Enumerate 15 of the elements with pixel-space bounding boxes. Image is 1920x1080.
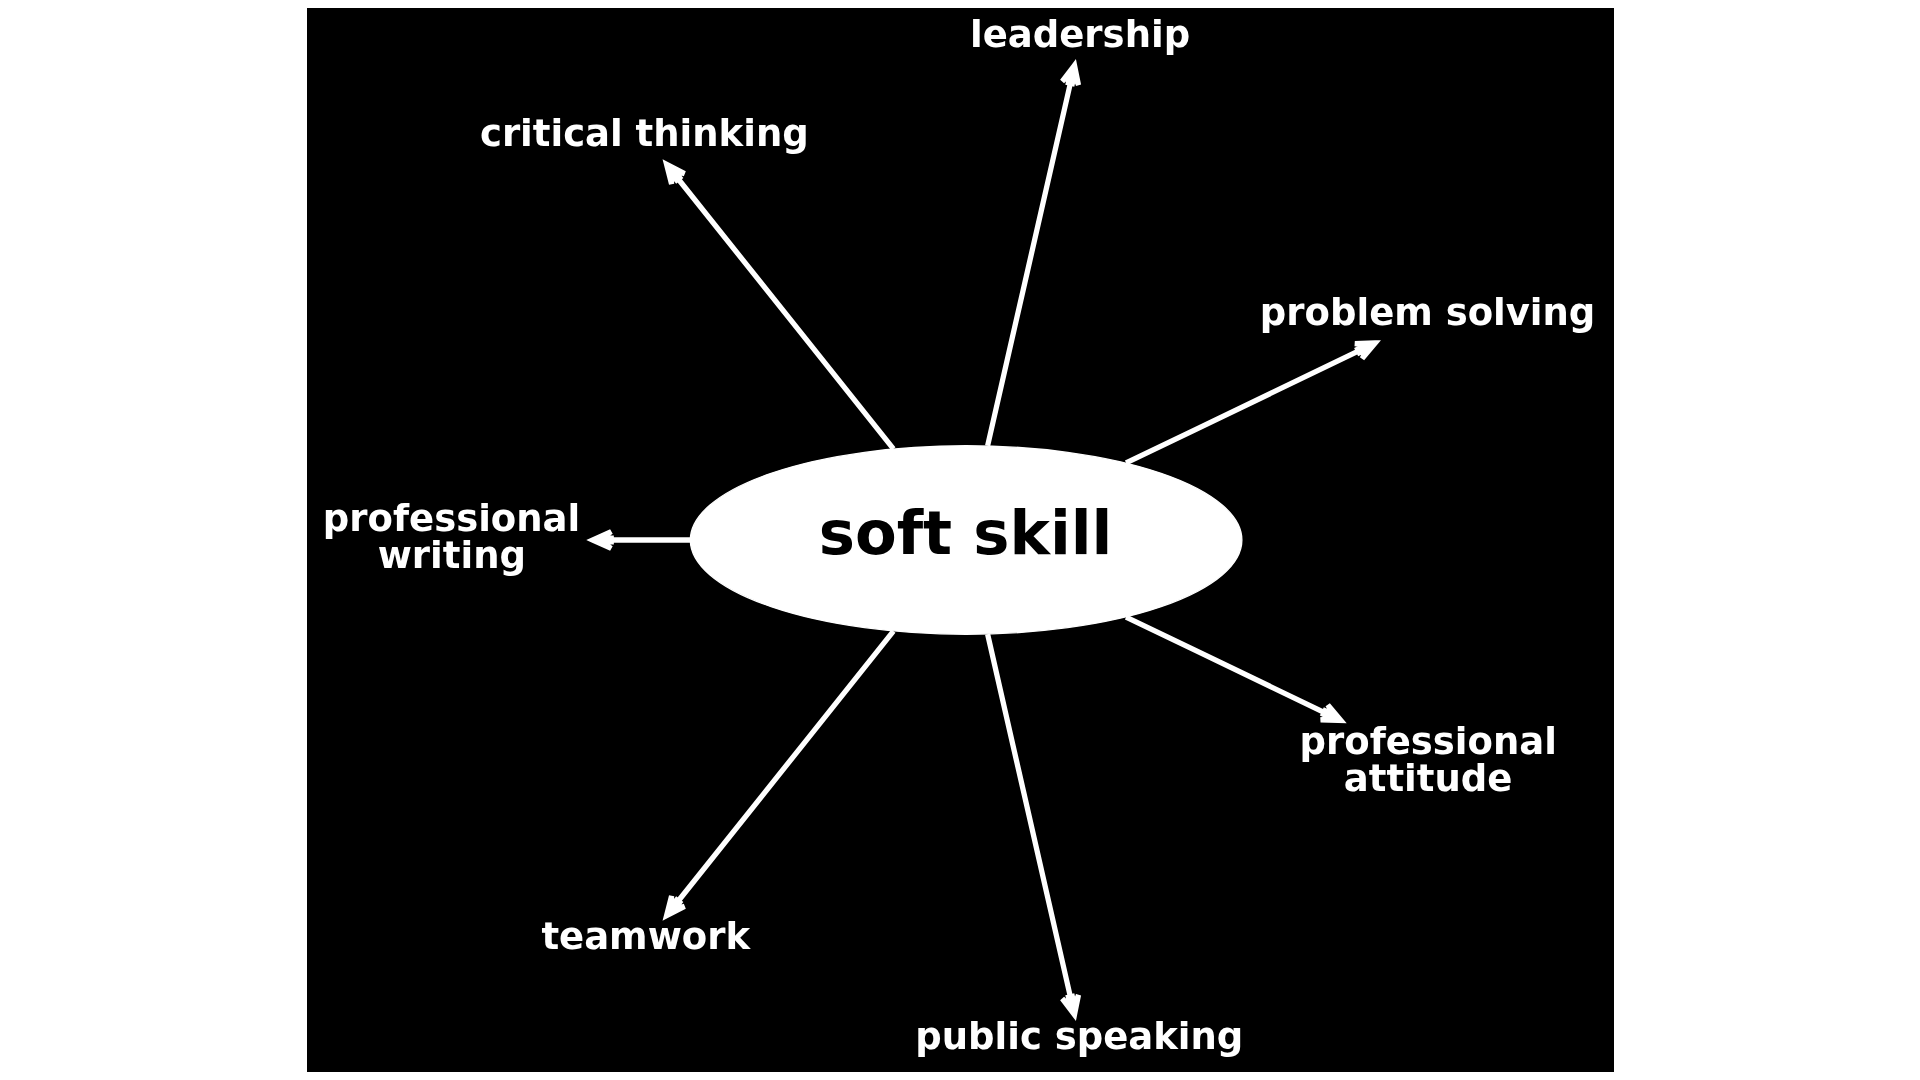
node-text: problem solving: [1259, 290, 1595, 334]
arrow: [663, 629, 895, 919]
arrow: [1124, 614, 1344, 724]
node-ellipse: soft skill: [689, 445, 1243, 635]
node-text: professional writing: [322, 497, 580, 578]
arrow: [663, 161, 895, 451]
node-text: public speaking: [914, 1014, 1243, 1058]
arrow: [984, 62, 1081, 447]
node-text: professional attitude: [1299, 720, 1557, 801]
node-text: critical thinking: [479, 112, 809, 156]
arrow: [1124, 340, 1378, 466]
arrow: [589, 529, 690, 551]
arrow: [984, 633, 1081, 1018]
node-text: teamwork: [540, 915, 750, 959]
node-text: leadership: [969, 12, 1190, 56]
